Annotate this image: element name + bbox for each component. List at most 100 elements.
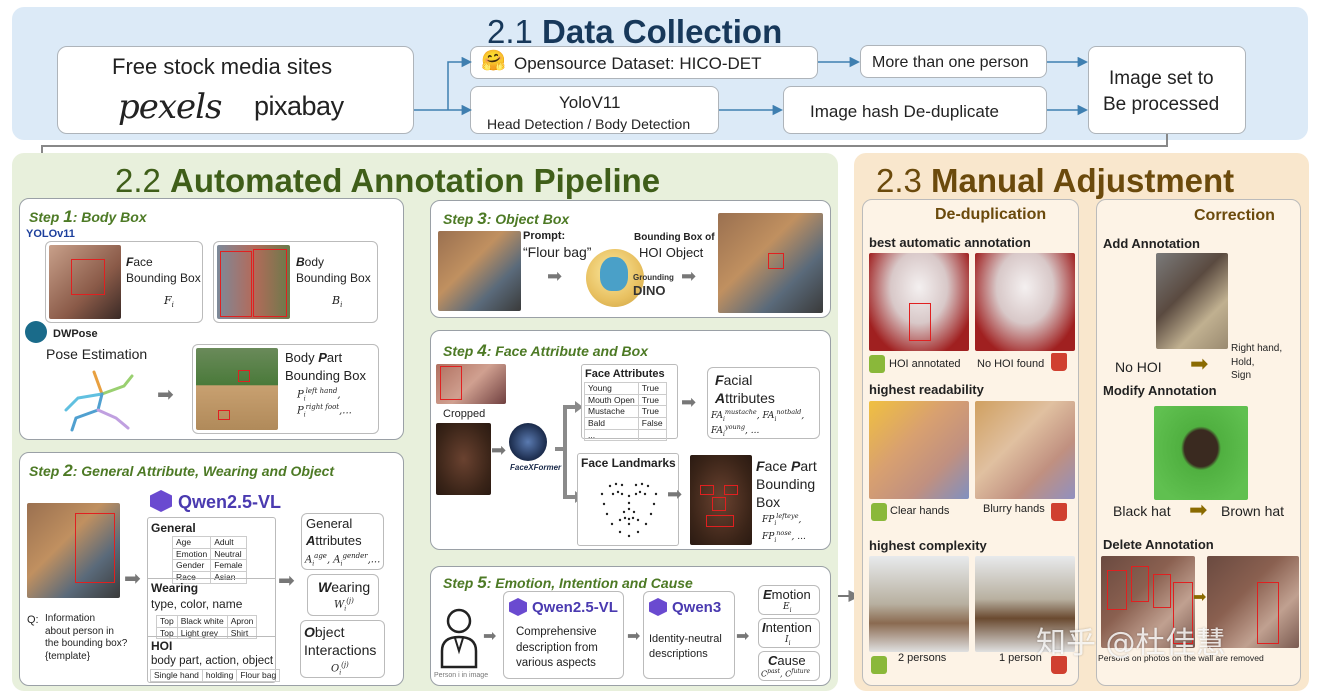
cause-card: Cause Cpast, Cfuture xyxy=(758,651,820,681)
facexformer-icon xyxy=(509,423,547,461)
table-cell: Mustache xyxy=(584,405,639,418)
body-var: Bi xyxy=(332,294,343,310)
best-heading: best automatic annotation xyxy=(869,235,1031,250)
arrow-right-icon: ➡ xyxy=(1193,589,1207,606)
qwen-logo-icon xyxy=(509,598,527,616)
hash-label: Image hash De-duplicate xyxy=(810,102,1000,121)
clear-hands-label: Clear hands xyxy=(890,505,950,517)
face-part-photo xyxy=(690,455,752,545)
right-hand-label: Right hand, Hold, Sign xyxy=(1231,343,1283,381)
section-title-word: Data Collection xyxy=(542,13,783,50)
wearing-card: Wearing Wi(j) xyxy=(307,574,379,616)
face-var: Fi xyxy=(164,294,174,310)
qwen25-card: Qwen2.5-VL Comprehensive description fro… xyxy=(503,591,624,679)
snow-photo-1 xyxy=(869,556,969,652)
table-cell: Apron xyxy=(226,615,258,628)
correction-box: Correction Add Annotation No HOI ➡ Right… xyxy=(1096,199,1301,686)
arrow-right-icon: ➡ xyxy=(124,568,141,590)
qwen25-label: Qwen2.5-VL xyxy=(532,599,618,616)
drag-photo-1 xyxy=(869,253,969,351)
body-bbox-1 xyxy=(220,251,252,317)
intention-var: Ii xyxy=(785,635,791,647)
hugging-face-icon: 🤗 xyxy=(481,50,506,72)
mouth-box xyxy=(706,515,734,527)
imageset-line1: Image set to xyxy=(1109,68,1214,89)
intention-label: Intention xyxy=(762,620,812,635)
step3-input-photo xyxy=(438,231,521,311)
cropped-face-photo xyxy=(436,423,491,495)
wearing-title: Wearing xyxy=(151,581,199,595)
table-cell: True xyxy=(637,393,667,407)
section-title-word: Manual Adjustment xyxy=(931,162,1235,199)
arrow-right-icon: ➡ xyxy=(681,266,697,286)
dwpose-label: DWPose xyxy=(53,328,98,340)
table-cell: Adult xyxy=(210,536,247,549)
arrow-right-icon: ➡ xyxy=(627,628,641,645)
qwen-logo-icon xyxy=(150,490,172,512)
part-bbox xyxy=(238,370,250,382)
table-cell: Black white xyxy=(176,615,228,628)
table-cell: Emotion xyxy=(171,547,212,561)
person-bbox xyxy=(1107,570,1127,610)
step2-heading: Step 2: General Attribute, Wearing and O… xyxy=(29,461,335,480)
section-number: 2.2 xyxy=(115,162,161,199)
modify-heading: Modify Annotation xyxy=(1103,383,1217,398)
table-cell: Mouth Open xyxy=(584,393,639,407)
snow-photo-2 xyxy=(975,556,1075,652)
imageset-line2: Be processed xyxy=(1103,94,1220,115)
hoi-sub: body part, action, object xyxy=(151,655,274,667)
free-stock-box: Free stock media sites pexels pixabay xyxy=(57,46,414,134)
free-stock-label: Free stock media sites xyxy=(112,54,333,79)
bp-var-2: Piright foot,... xyxy=(297,403,352,419)
qwen3-label: Qwen3 xyxy=(672,599,722,616)
keep-file-icon xyxy=(869,355,885,373)
person-bbox xyxy=(1173,582,1193,644)
correction-heading: Correction xyxy=(1194,207,1275,224)
body-bbox-2 xyxy=(253,249,287,317)
eye-box-r xyxy=(724,485,738,495)
keep-file-icon xyxy=(871,503,887,521)
hands-photo-1 xyxy=(869,401,969,499)
manual-adjustment-title: 2.3 Manual Adjustment xyxy=(876,164,1234,197)
person-bbox xyxy=(1153,574,1171,608)
dino-label-2: DINO xyxy=(633,283,666,298)
question-text: Information about person in the bounding… xyxy=(45,613,128,662)
qwen-logo-icon xyxy=(649,598,667,616)
yolo-sub: Head Detection / Body Detection xyxy=(487,116,691,132)
cause-label: Cause xyxy=(768,653,806,668)
idn-text: Identity-neutral descriptions xyxy=(649,633,722,660)
step4-box: Step 4: Face Attribute and Box Cropped ➡… xyxy=(430,330,831,550)
step3-output-photo xyxy=(718,213,823,313)
baseball-photo xyxy=(196,348,278,430)
table-cell: Neutral xyxy=(210,547,247,561)
fl-title: Face Landmarks xyxy=(581,456,676,470)
face-landmarks-card: Face Landmarks xyxy=(577,453,679,546)
arrow-right-icon: ➡ xyxy=(1189,497,1208,522)
table-cell: False xyxy=(637,416,667,430)
keep-file-icon xyxy=(871,656,887,674)
person-icon xyxy=(440,608,478,669)
step3-heading: Step 3: Object Box xyxy=(443,209,570,228)
divider xyxy=(148,636,275,637)
step3-box: Step 3: Object Box Prompt: “Flour bag” ➡… xyxy=(430,200,831,318)
delete-heading: Delete Annotation xyxy=(1103,537,1214,552)
cause-var: Cpast, Cfuture xyxy=(761,668,811,679)
arrow-right-icon: ➡ xyxy=(157,384,174,406)
pose-label: Pose Estimation xyxy=(46,346,148,362)
part-bbox-2 xyxy=(218,410,230,420)
arrow-right-icon: ➡ xyxy=(667,484,683,504)
more-person-label: More than one person xyxy=(872,54,1029,71)
black-hat-label: Black hat xyxy=(1113,503,1171,519)
arrow-right-icon: ➡ xyxy=(491,440,507,460)
